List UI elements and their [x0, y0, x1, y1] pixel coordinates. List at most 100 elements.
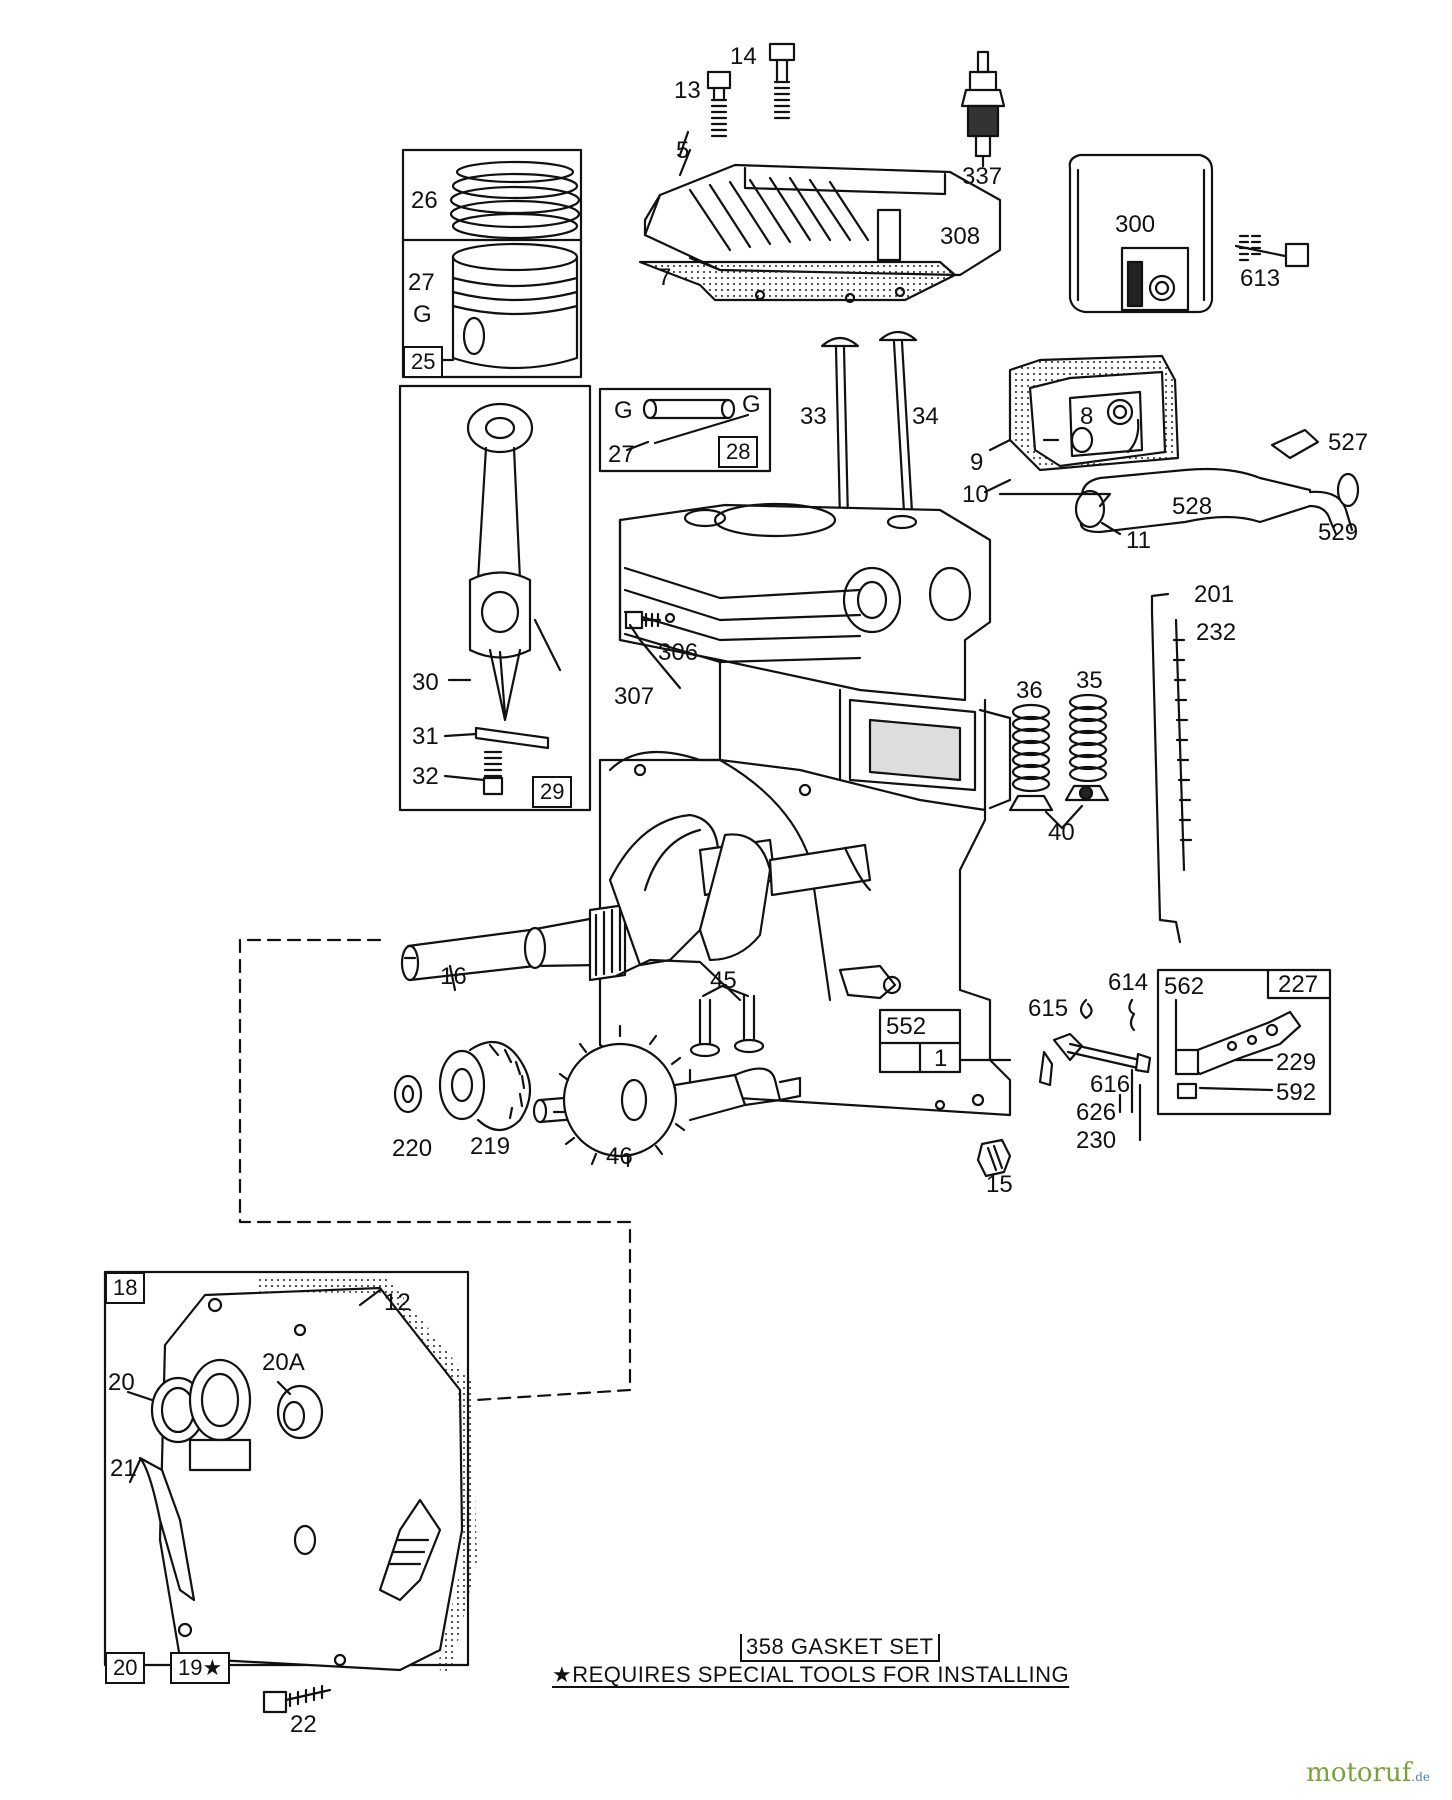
- valve-33-icon: [820, 336, 860, 522]
- part-label-20-top: 20: [108, 1369, 135, 1396]
- leader-45: [701, 984, 750, 998]
- leader-40: [1044, 804, 1084, 830]
- part-label-592: 592: [1276, 1079, 1317, 1106]
- part-label-25: 25: [403, 346, 444, 378]
- part-label-16: 16: [440, 963, 467, 990]
- part-label-12: 12: [384, 1289, 411, 1316]
- bolt-13-icon: [706, 70, 732, 138]
- crankshaft-16-icon: [400, 813, 872, 982]
- screw-32-icon: [482, 750, 504, 796]
- washer-220-icon: [393, 1074, 423, 1114]
- part-label-30: 30: [412, 669, 439, 696]
- piston-25-icon: [451, 242, 579, 370]
- part-label-626: 626: [1076, 1099, 1117, 1126]
- piston-assembly-box: [401, 148, 583, 379]
- part-label-34: 34: [912, 403, 939, 430]
- wrist-pin-box: [598, 387, 772, 473]
- part-label-46: 46: [606, 1143, 633, 1170]
- valve-spring-36-icon: [1011, 703, 1051, 793]
- governor-lever-box: [1156, 968, 1332, 1116]
- screw-22-icon: [262, 1684, 332, 1714]
- part-label-21: 21: [110, 1455, 137, 1482]
- clamp-527-icon: [1270, 428, 1320, 460]
- part-label-22: 22: [290, 1711, 317, 1738]
- circlip-615-icon: [1079, 998, 1093, 1020]
- part-label-g: G: [413, 301, 432, 328]
- leader-31: [443, 732, 478, 738]
- leader-10b: [998, 492, 1112, 508]
- part-label-27: 27: [408, 269, 435, 296]
- connecting-rod-30-icon: [466, 402, 562, 722]
- spark-plug-337-icon: [960, 50, 1006, 168]
- leader-5: [678, 130, 692, 177]
- leader-11: [1100, 521, 1122, 536]
- part-label-26: 26: [411, 187, 438, 214]
- part-label-5: 5: [676, 137, 690, 164]
- part-label-230: 230: [1076, 1127, 1117, 1154]
- part-label-300: 300: [1115, 211, 1156, 238]
- part-label-29: 29: [532, 776, 573, 808]
- part-label-219: 219: [470, 1133, 511, 1160]
- leader-16: [448, 964, 457, 992]
- part-label-31: 31: [412, 723, 439, 750]
- crankcase-cover-icon: [138, 1278, 477, 1672]
- part-label-201: 201: [1194, 581, 1235, 608]
- part-label-35: 35: [1076, 667, 1103, 694]
- part-label-8: 8: [1080, 403, 1094, 430]
- part-label-614: 614: [1108, 969, 1149, 996]
- watermark-tld: .de: [1411, 1770, 1430, 1784]
- part-label-229: 229: [1276, 1049, 1317, 1076]
- screw-613-icon: [1234, 234, 1310, 268]
- part-label-308: 308: [940, 223, 981, 250]
- leader-10: [983, 478, 1012, 494]
- part-label-10: 10: [962, 481, 989, 508]
- part-label-28: 28: [718, 436, 759, 468]
- part-label-13: 13: [674, 77, 701, 104]
- dashed-connector: [238, 938, 632, 1402]
- part-label-14: 14: [730, 43, 757, 70]
- watermark-brand: motoruf: [1306, 1758, 1412, 1788]
- part-label-337: 337: [962, 163, 1003, 190]
- part-label-529: 529: [1318, 519, 1359, 546]
- part-label-220: 220: [392, 1135, 433, 1162]
- part-label-1: 1: [934, 1045, 948, 1072]
- governor-gear-219-icon: [438, 1040, 531, 1132]
- cylinder-head-icon: [638, 163, 1002, 304]
- part-label-9: 9: [970, 449, 984, 476]
- part-label-613: 613: [1240, 265, 1281, 292]
- breather-tube-528-icon: [1074, 467, 1360, 536]
- part-label-528: 528: [1172, 493, 1213, 520]
- air-cleaner-300-icon: [1068, 153, 1214, 314]
- valve-spring-35-icon: [1068, 693, 1108, 783]
- part-label-36: 36: [1016, 677, 1043, 704]
- part-label-33: 33: [800, 403, 827, 430]
- cylinder-block-icon: [598, 502, 1012, 1117]
- wrist-pin-28-icon: [642, 398, 750, 445]
- governor-shaft-616-icon: [1038, 1032, 1152, 1087]
- part-label-562: 562: [1164, 973, 1205, 1000]
- part-label-307: 307: [614, 683, 655, 710]
- leader-20A: [276, 1380, 292, 1396]
- piston-rings-26-icon: [449, 160, 581, 240]
- leader-616: [1118, 1068, 1134, 1114]
- leader-32: [443, 774, 486, 782]
- part-label-15: 15: [986, 1171, 1013, 1198]
- cam-gear-46-icon: [532, 1024, 802, 1168]
- part-label-527: 527: [1328, 429, 1369, 456]
- part-label-19: 19★: [170, 1652, 231, 1684]
- part-label-18: 18: [105, 1272, 146, 1304]
- leader-21: [128, 1458, 142, 1484]
- leader-12: [358, 1288, 382, 1307]
- watermark-logo: motoruf.de: [1306, 1758, 1430, 1788]
- part-label-11: 11: [1126, 527, 1151, 554]
- bolt-14-icon: [768, 42, 796, 120]
- leader-7: [688, 256, 722, 272]
- part-label-27-pin: 27: [608, 441, 635, 468]
- part-label-g-left: G: [614, 397, 633, 424]
- pin-614-icon: [1128, 998, 1136, 1032]
- leader-9: [988, 438, 1012, 452]
- part-label-7: 7: [658, 264, 672, 291]
- part-label-20A: 20A: [262, 1349, 305, 1376]
